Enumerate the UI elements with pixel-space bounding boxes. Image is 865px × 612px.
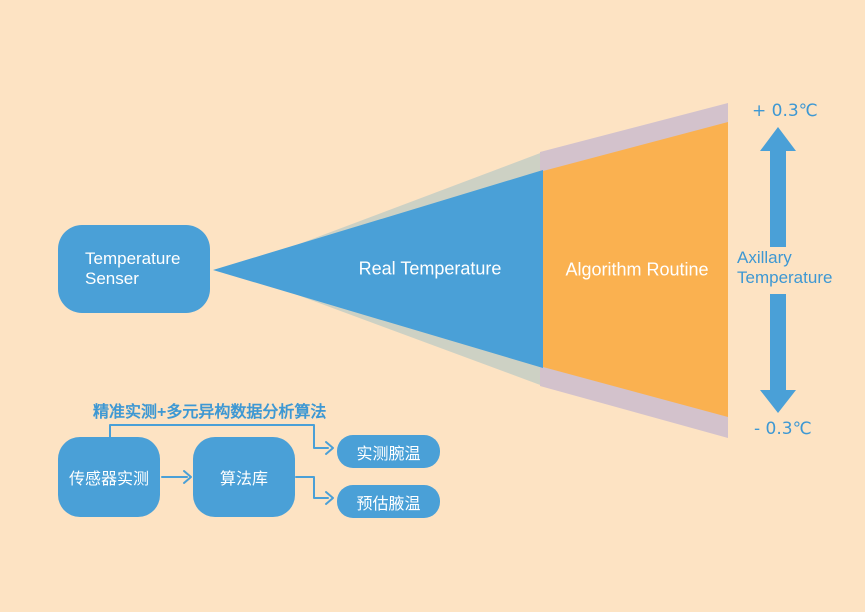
connector-sensor-to-wrist <box>109 424 329 449</box>
flow-connectors <box>109 424 334 505</box>
connector-library-to-axillary <box>295 476 329 499</box>
node-sensor-label: 传感器实测 <box>68 471 149 488</box>
arrowhead-axillary <box>325 491 334 505</box>
arrowhead-wrist <box>325 441 334 455</box>
lower-bound-label: - 0.3℃ <box>754 419 812 439</box>
algorithm-routine-label: Algorithm Routine <box>565 259 709 280</box>
node-wrist-label: 实测腕温 <box>356 445 421 463</box>
node-measured-wrist-temp: 实测腕温 <box>337 435 440 468</box>
node-axillary-label: 预估腋温 <box>356 495 421 513</box>
axillary-temperature-label: Axillary Temperature <box>737 248 833 287</box>
range-arrow-up <box>760 127 796 247</box>
node-library-label: 算法库 <box>219 471 268 488</box>
arrowhead-library <box>183 470 192 484</box>
temperature-sensor-box: Temperature Senser <box>58 225 210 313</box>
node-algorithm-library: 算法库 <box>193 437 295 517</box>
flowchart-heading: 精准实测+多元异构数据分析算法 <box>93 404 327 421</box>
real-temperature-label: Real Temperature <box>358 258 502 279</box>
temperature-sensor-label: Temperature Senser <box>85 249 181 288</box>
real-temperature-cone <box>213 170 543 368</box>
range-arrow-down <box>760 294 796 413</box>
node-estimated-axillary-temp: 预估腋温 <box>337 485 440 518</box>
node-sensor-measurement: 传感器实测 <box>58 437 160 517</box>
algorithm-trapezoid <box>543 122 728 417</box>
upper-bound-label: + 0.3℃ <box>752 101 818 121</box>
